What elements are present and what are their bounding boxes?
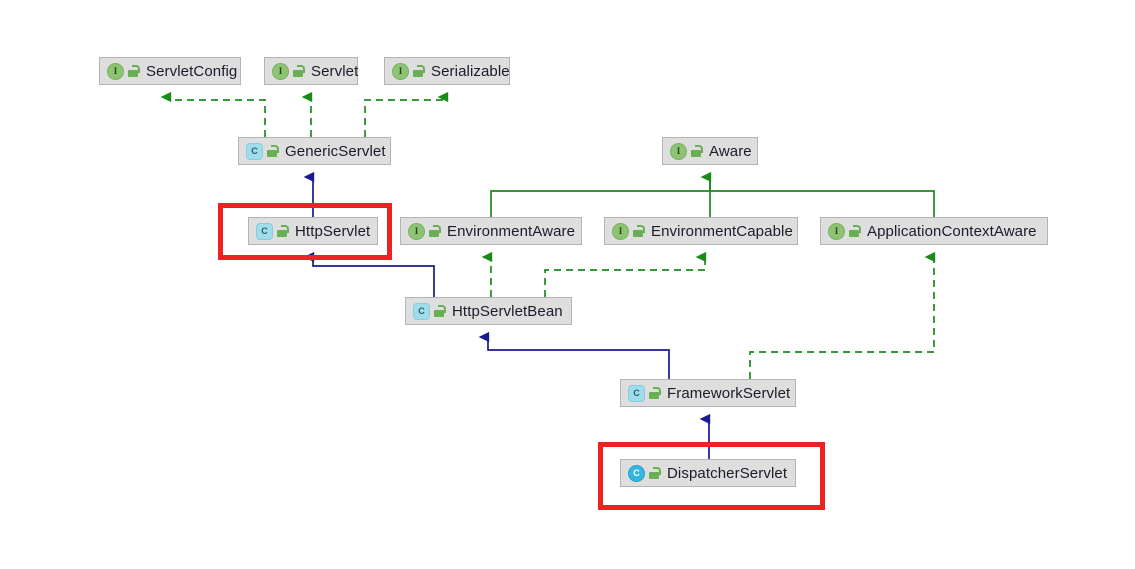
interface-icon: I <box>392 62 409 80</box>
public-lock-icon <box>633 225 645 237</box>
node-frameworkservlet[interactable]: C FrameworkServlet <box>620 379 796 407</box>
interface-icon: I <box>670 142 687 160</box>
node-label: ServletConfig <box>146 62 238 80</box>
public-lock-icon <box>128 65 140 77</box>
edge-frameworkservlet-implements-applicationcontextaware <box>749 251 936 379</box>
node-label: EnvironmentCapable <box>651 222 793 240</box>
node-label: Servlet <box>311 62 359 80</box>
node-serializable[interactable]: I Serializable <box>384 57 510 85</box>
interface-icon: I <box>828 222 845 240</box>
class-icon: C <box>628 464 645 482</box>
public-lock-icon <box>267 145 279 157</box>
edge-frameworkservlet-extends-httpservletbean <box>478 331 670 379</box>
node-label: HttpServletBean <box>452 302 563 320</box>
class-icon: C <box>256 222 273 240</box>
node-aware[interactable]: I Aware <box>662 137 758 165</box>
public-lock-icon <box>277 225 289 237</box>
public-lock-icon <box>849 225 861 237</box>
node-servlet[interactable]: I Servlet <box>264 57 358 85</box>
public-lock-icon <box>429 225 441 237</box>
node-dispatcherservlet[interactable]: C DispatcherServlet <box>620 459 796 487</box>
public-lock-icon <box>691 145 703 157</box>
edge-genericservlet-implements-servletconfig <box>160 91 266 137</box>
public-lock-icon <box>649 387 661 399</box>
node-label: ApplicationContextAware <box>867 222 1037 240</box>
node-label: HttpServlet <box>295 222 371 240</box>
node-label: GenericServlet <box>285 142 386 160</box>
node-label: DispatcherServlet <box>667 464 788 482</box>
interface-icon: I <box>107 62 124 80</box>
edge-genericservlet-implements-serializable <box>364 91 449 137</box>
class-icon: C <box>628 384 645 402</box>
edge-environmentaware-extends-aware <box>490 171 712 217</box>
node-label: Serializable <box>431 62 510 80</box>
class-icon: C <box>413 302 430 320</box>
edge-httpservletbean-implements-environmentcapable <box>544 251 707 297</box>
node-httpservletbean[interactable]: C HttpServletBean <box>405 297 572 325</box>
public-lock-icon <box>413 65 425 77</box>
edge-httpservletbean-extends-httpservlet <box>303 251 435 297</box>
edge-applicationcontextaware-extends-aware <box>710 190 935 217</box>
node-servletconfig[interactable]: I ServletConfig <box>99 57 241 85</box>
class-icon: C <box>246 142 263 160</box>
node-applicationcontextaware[interactable]: I ApplicationContextAware <box>820 217 1048 245</box>
node-genericservlet[interactable]: C GenericServlet <box>238 137 391 165</box>
node-label: Aware <box>709 142 752 160</box>
node-label: EnvironmentAware <box>447 222 576 240</box>
interface-icon: I <box>272 62 289 80</box>
node-httpservlet[interactable]: C HttpServlet <box>248 217 378 245</box>
node-environmentcapable[interactable]: I EnvironmentCapable <box>604 217 798 245</box>
interface-icon: I <box>408 222 425 240</box>
node-label: FrameworkServlet <box>667 384 791 402</box>
public-lock-icon <box>434 305 446 317</box>
highlight-box-httpservlet <box>218 203 392 260</box>
node-environmentaware[interactable]: I EnvironmentAware <box>400 217 582 245</box>
highlight-box-dispatcherservlet <box>598 442 825 510</box>
public-lock-icon <box>293 65 305 77</box>
interface-icon: I <box>612 222 629 240</box>
public-lock-icon <box>649 467 661 479</box>
